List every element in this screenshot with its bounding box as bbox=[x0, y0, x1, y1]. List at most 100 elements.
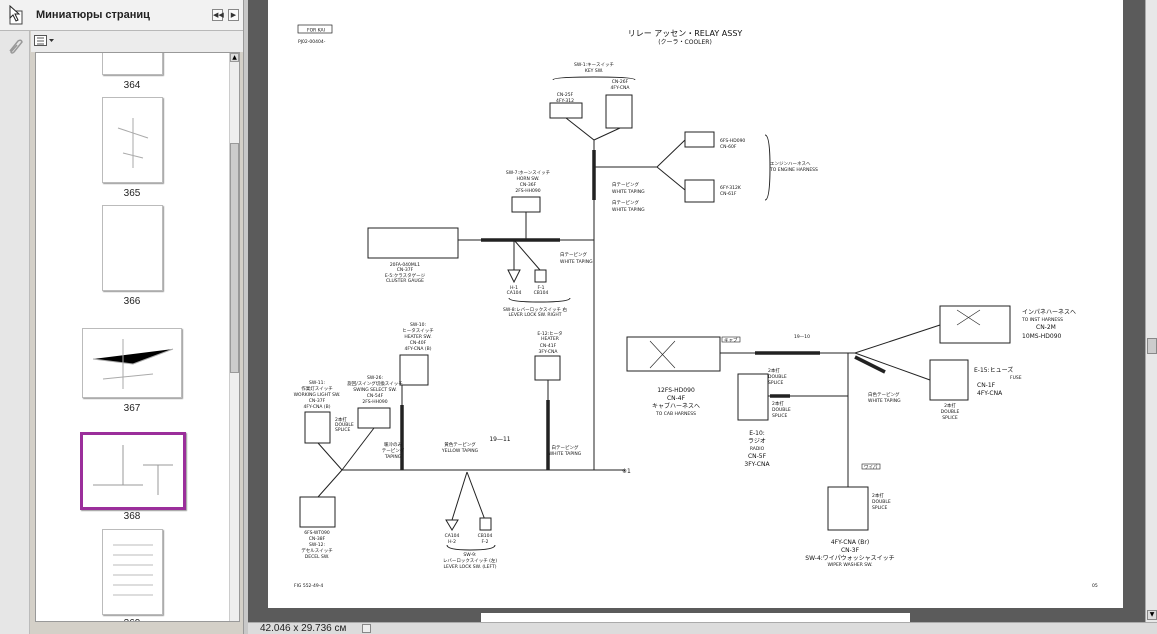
page-number: 369 bbox=[102, 618, 162, 621]
diagram-label: 2本打 bbox=[944, 402, 956, 409]
diagram-label: 10MS-HD090 bbox=[1022, 333, 1062, 340]
next-button[interactable]: ▶ bbox=[228, 9, 239, 21]
connector-cn40f bbox=[399, 354, 429, 386]
thumbnail-page-368-selected[interactable] bbox=[80, 432, 186, 510]
diagram-label: CB104 bbox=[478, 533, 493, 539]
diagram-label: CN-41F bbox=[540, 343, 557, 349]
connector-cn4f bbox=[626, 336, 721, 372]
diagram-label: 6FS-HD090 bbox=[720, 138, 745, 144]
connector-cn60f bbox=[684, 131, 715, 148]
diagram-label: E-5:クラスタゲージ bbox=[385, 272, 426, 279]
diagram-label: SW-10: bbox=[410, 322, 426, 328]
scroll-down-arrow[interactable]: ▼ bbox=[1147, 610, 1157, 620]
diagram-label: SPLICE bbox=[768, 380, 784, 386]
diagram-label: キャブハーネスへ bbox=[652, 402, 700, 410]
collapse-panel-button[interactable]: ◀◀ bbox=[212, 9, 224, 21]
diagram-label: LEVER LOCK SW. RIGHT bbox=[509, 312, 562, 318]
diagram-label: 3FY-CNA bbox=[539, 349, 559, 355]
document-page: FOR KAI PJ02-00404- リレー アッセン・RELAY ASSY … bbox=[268, 0, 1123, 608]
diagram-label: CN-54F bbox=[367, 393, 384, 399]
diagram-label: CN-25F bbox=[557, 92, 574, 98]
diagram-label: レバーロックスイッチ (左) bbox=[443, 557, 498, 564]
diagram-label: 白テーピング bbox=[560, 251, 587, 258]
panel-splitter[interactable] bbox=[243, 0, 248, 634]
diagram-label: KEY SW. bbox=[585, 68, 603, 74]
diagram-label: WHITE TAPING bbox=[868, 398, 901, 404]
connector-cn25f bbox=[549, 102, 583, 119]
diagram-label: E-15:ヒューズ bbox=[974, 366, 1013, 374]
connector-cn3f bbox=[827, 486, 869, 531]
diagram-label: WHITE TAPING bbox=[560, 259, 593, 265]
diagram-label: E-12:ヒータ bbox=[537, 330, 562, 337]
diagram-label: 白テーピング bbox=[612, 181, 639, 188]
page-number: 366 bbox=[123, 296, 141, 307]
diagram-label: 4FY-CNA (B) bbox=[304, 404, 331, 410]
panel-header: Миниатюры страниц ◀◀ ▶ bbox=[0, 0, 243, 31]
document-scrollbar[interactable]: ▼ bbox=[1145, 0, 1157, 622]
diagram-label: DOUBLE bbox=[872, 499, 891, 505]
diagram-label: 2本打 bbox=[768, 367, 780, 374]
diagram-label: CN-2M bbox=[1036, 324, 1056, 331]
thumbnail-page-364[interactable] bbox=[102, 53, 163, 75]
diagram-label: CN-26F bbox=[612, 79, 629, 85]
scroll-thumb[interactable] bbox=[230, 143, 239, 373]
diagram-label: 黄色テーピング bbox=[444, 441, 476, 448]
page-size: 42.046 x 29.736 см bbox=[260, 623, 347, 634]
diagram-label: 白色テーピング bbox=[868, 391, 900, 398]
diagram-label: 12FS-HD090 bbox=[657, 387, 695, 394]
connector-cn2m bbox=[939, 305, 1011, 344]
diagram-label: SW-7:ホーンスイッチ bbox=[506, 170, 551, 176]
connector-cn54f bbox=[357, 407, 391, 429]
diagram-label: LEVER LOCK SW. (LEFT) bbox=[443, 564, 496, 570]
diagram-label: E-10: bbox=[749, 430, 765, 437]
paperclip-icon[interactable] bbox=[6, 37, 24, 55]
diagram-label: 暖冷のみ bbox=[384, 441, 402, 448]
thumbnail-page-365[interactable] bbox=[102, 97, 163, 183]
diagram-label: 20FA-040ML1 bbox=[390, 262, 420, 268]
thumbnails-panel: Миниатюры страниц ◀◀ ▶ 364 365 366 367 3… bbox=[0, 0, 243, 634]
diagram-label: 旋回/スイング切換スイッチ bbox=[347, 380, 403, 387]
diagram-label: SW-8:レバーロックスイッチ 右 bbox=[503, 306, 567, 313]
connector-cn26f bbox=[605, 94, 633, 129]
scroll-left-button[interactable] bbox=[362, 624, 371, 633]
diagram-label: ワイパ bbox=[864, 465, 878, 471]
diagram-label: DOUBLE bbox=[772, 407, 791, 413]
diagram-label: SPLICE bbox=[335, 427, 351, 433]
scroll-up-arrow[interactable]: ▲ bbox=[230, 53, 239, 62]
thumbnail-page-366[interactable] bbox=[102, 205, 163, 291]
diagram-label: TO INST HARNESS bbox=[1021, 317, 1063, 323]
diagram-label: CN-37F bbox=[309, 398, 326, 404]
diagram-label: CB104 bbox=[534, 290, 549, 296]
diagram-label: TO CAB HARNESS bbox=[655, 411, 696, 417]
diagram-subtitle: (クーラ・COOLER) bbox=[658, 39, 712, 46]
pages-icon[interactable] bbox=[6, 4, 26, 26]
connectors bbox=[299, 94, 1011, 531]
diagram-label: 19—11 bbox=[489, 436, 510, 443]
diagram-label: SW-1:キースイッチ bbox=[574, 62, 614, 68]
diagram-label: HEATER SW. bbox=[404, 334, 431, 340]
diagram-label: CN-60F bbox=[720, 144, 737, 150]
diagram-label: 4FY-CNA (B) bbox=[405, 346, 432, 352]
diagram-label: TAPING bbox=[384, 454, 402, 460]
options-menu-icon[interactable] bbox=[34, 35, 56, 47]
diagram-label: WHITE TAPING bbox=[612, 189, 645, 195]
diagram-label: 作業灯スイッチ bbox=[301, 385, 333, 392]
diagram-label: DOUBLE bbox=[768, 374, 787, 380]
diagram-label: HEATER bbox=[541, 336, 559, 342]
thumbnail-page-367[interactable] bbox=[82, 328, 182, 398]
diagram-label: インパネハーネスへ bbox=[1022, 309, 1076, 316]
diagram-label: ヒータスイッチ bbox=[402, 327, 434, 334]
page-number: 364 bbox=[123, 80, 141, 91]
diagram-label: 白テーピング bbox=[612, 199, 639, 206]
diagram-label: CN-5F bbox=[748, 453, 767, 460]
diagram-label: DOUBLE bbox=[941, 409, 960, 415]
diagram-label: 4FY-CNA bbox=[611, 85, 631, 91]
scroll-thumb[interactable] bbox=[1147, 338, 1157, 354]
page-number: 365 bbox=[123, 188, 141, 199]
diagram-label: 3FY-CNA bbox=[744, 461, 770, 468]
diagram-label: SPLICE bbox=[942, 415, 958, 421]
diagram-label: 4FY-312 bbox=[556, 98, 574, 104]
connector-cb104-f1 bbox=[534, 269, 547, 283]
thumbnail-scrollbar[interactable]: ▲ bbox=[229, 53, 239, 621]
thumbnail-page-369[interactable] bbox=[102, 529, 163, 615]
